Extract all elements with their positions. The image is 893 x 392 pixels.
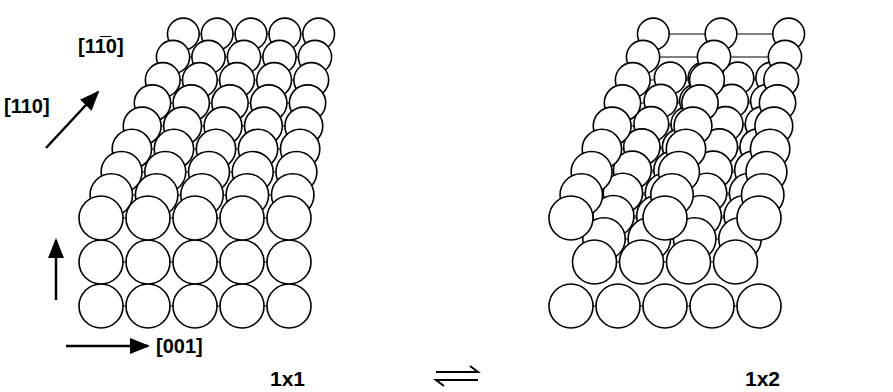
atom-circle	[220, 196, 264, 240]
atom-circle	[549, 284, 593, 328]
atom-circle	[173, 240, 217, 284]
atom-circle	[549, 196, 593, 240]
atom-circle	[79, 196, 123, 240]
atom-circle	[643, 196, 687, 240]
atom-circle	[173, 196, 217, 240]
equilibrium-arrows	[436, 366, 478, 386]
atom-circle	[126, 240, 170, 284]
atom-circle	[267, 284, 311, 328]
atom-circle	[220, 284, 264, 328]
direction-arrow	[55, 240, 58, 300]
structure-label: 1x1	[270, 368, 305, 389]
atom-circle	[667, 240, 711, 284]
atom-circle	[596, 284, 640, 328]
direction-arrow	[46, 92, 98, 148]
atom-circle	[737, 284, 781, 328]
direction-label: [110]	[4, 96, 50, 116]
atom-circle	[79, 284, 123, 328]
atom-circle	[267, 240, 311, 284]
atom-circle	[714, 240, 758, 284]
direction-label: [001]	[156, 336, 203, 356]
atom-circle	[126, 284, 170, 328]
atom-circle	[126, 196, 170, 240]
atom-circle	[79, 240, 123, 284]
direction-label: [11̅0]	[78, 36, 124, 56]
atom-circle	[737, 196, 781, 240]
atom-circle	[267, 196, 311, 240]
direction-arrow	[66, 345, 148, 348]
atom-circle	[573, 240, 617, 284]
atom-circle	[220, 240, 264, 284]
atom-circle	[643, 284, 687, 328]
structure-label: 1x2	[745, 368, 780, 389]
atom-circle	[690, 284, 734, 328]
atom-lattice	[79, 18, 805, 328]
atom-circle	[173, 284, 217, 328]
atom-circle	[620, 240, 664, 284]
